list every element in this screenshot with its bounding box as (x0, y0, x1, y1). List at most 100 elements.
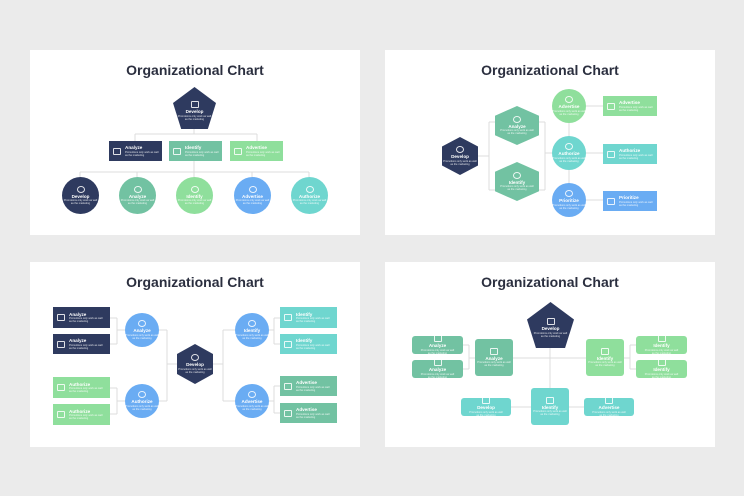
node-description: Promotions only work as well as the mark… (552, 203, 586, 210)
node-description: Promotions only work as well as the mark… (125, 404, 159, 411)
node-label: Advertise (296, 380, 317, 386)
node-label: Analyze (69, 311, 87, 317)
node-label: Analyze (485, 355, 503, 361)
node-label: Analyze (125, 145, 143, 151)
slide-title: Organizational Chart (481, 274, 619, 290)
node-description: Promotions only work as well as the mark… (443, 159, 477, 166)
calculator-icon (284, 314, 292, 321)
connector-lines (79, 129, 310, 177)
node-label: Identify (243, 328, 261, 334)
node-description: Promotions only work as well as the mark… (420, 372, 455, 379)
node-description: Promotions only work as well as the mark… (619, 153, 653, 160)
node-label: Identify (185, 145, 202, 151)
node-description: Promotions only work as well as the mark… (125, 333, 159, 340)
node-label: Identify (541, 404, 559, 410)
node-label: Develop (477, 405, 495, 411)
node-description: Promotions only work as well as the mark… (120, 199, 155, 206)
growth-chart-icon (607, 102, 615, 110)
node-label: Advertise (558, 104, 580, 110)
node-description: Promotions only work as well as the mark… (292, 199, 327, 206)
calendar-icon (605, 397, 613, 405)
umbrella-icon (57, 411, 65, 418)
node-description: Promotions only work as well as the mark… (533, 331, 568, 338)
chart-icon (565, 143, 573, 151)
node-label: Identify (296, 311, 313, 317)
calendar-icon (657, 359, 666, 367)
node-label: Advertise (242, 193, 263, 199)
node-label: Analyze (428, 367, 447, 373)
hand-icon (190, 185, 199, 193)
node-label: Identify (596, 355, 614, 361)
node-description: Promotions only work as well as the mark… (619, 200, 653, 207)
browser-icon (601, 347, 609, 355)
growth-chart-icon (607, 197, 615, 205)
node-label: Authorize (131, 399, 153, 405)
phone-icon (138, 391, 146, 399)
camera-icon (57, 314, 65, 321)
clock-icon (513, 171, 521, 179)
node-description: Promotions only work as well as the mark… (69, 317, 103, 324)
node-description: Promotions only work as well as the mark… (235, 333, 269, 340)
node-description: Promotions only work as well as the mark… (296, 412, 330, 419)
connector-lines (478, 105, 603, 201)
node-label: Prioritize (619, 195, 639, 201)
node-description: Promotions only work as well as the mark… (178, 367, 212, 374)
node-description: Promotions only work as well as the mark… (619, 105, 653, 112)
node-label: Advertise (598, 405, 620, 411)
node-description: Promotions only work as well as the mark… (592, 410, 626, 417)
magnifier-icon (546, 318, 555, 326)
calendar-icon (284, 340, 292, 348)
node-label: Authorize (558, 151, 580, 157)
slide-title: Organizational Chart (481, 62, 619, 78)
node-label: Authorize (619, 148, 641, 154)
node-description: Promotions only work as well as the mark… (644, 348, 679, 355)
shield-icon (57, 384, 65, 391)
calendar-icon (482, 397, 490, 405)
node-label: Develop (71, 193, 90, 199)
node-description: Promotions only work as well as the mark… (296, 317, 330, 324)
slide-title: Organizational Chart (126, 62, 264, 78)
node-description: Promotions only work as well as the mark… (477, 361, 511, 368)
node-label: Authorize (69, 408, 91, 414)
node-description: Promotions only work as well as the mark… (177, 199, 212, 206)
